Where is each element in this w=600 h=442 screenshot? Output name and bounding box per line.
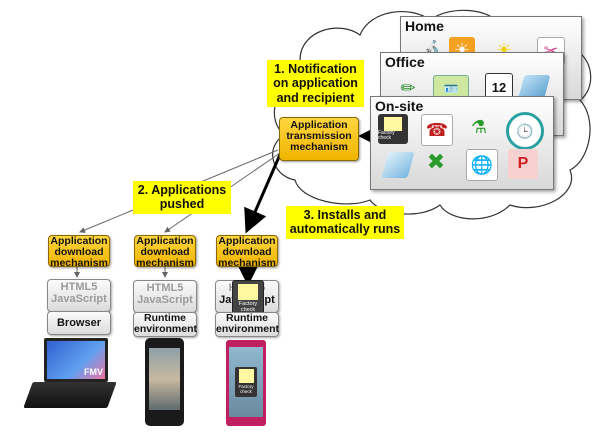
phone1-screen xyxy=(149,348,180,410)
step2-label: 2. Applications pushed xyxy=(133,181,231,214)
download-mechanism-phone1: Application download mechanism xyxy=(134,235,196,269)
download-mechanism-phone2: Application download mechanism xyxy=(216,235,278,269)
tablet-icon xyxy=(381,152,415,178)
installed-factory-check-app: Factory check xyxy=(232,280,264,316)
runtime-browser: Browser xyxy=(47,311,111,335)
phone2-screen: Factory check xyxy=(229,347,263,417)
clock-icon: 🕒 xyxy=(506,112,544,150)
push-arrow-phone2 xyxy=(244,149,284,234)
panel-home-title: Home xyxy=(405,18,444,34)
panel-onsite: On-site Factory check ☎ ⚗ 🕒 ✖ 🌐 P xyxy=(370,96,554,190)
html5-js-laptop: HTML5 JavaScript xyxy=(47,279,111,312)
laptop-keyboard xyxy=(23,382,117,408)
flask-icon: ⚗ xyxy=(470,116,488,137)
phone-icon: ☎ xyxy=(421,114,453,146)
tools-icon: ✖ xyxy=(426,149,446,174)
laptop-device: FMV xyxy=(23,338,117,412)
step1-label: 1. Notification on application and recip… xyxy=(267,60,364,108)
runtime-env-phone2: Runtime environment xyxy=(215,312,280,337)
download-mechanism-laptop: Application download mechanism xyxy=(48,235,110,269)
pen-icon: ✏ xyxy=(400,77,416,98)
html5-js-phone1: HTML5 JavaScript xyxy=(133,280,197,313)
smartphone-black xyxy=(145,338,184,426)
fmv-logo: FMV xyxy=(84,367,103,377)
transmission-mechanism: Application transmission mechanism xyxy=(279,117,359,161)
panel-onsite-title: On-site xyxy=(375,98,424,114)
runtime-env-phone1: Runtime environment xyxy=(133,312,198,337)
panel-office-title: Office xyxy=(385,54,425,70)
factory-check-icon: Factory check xyxy=(378,114,408,144)
smartphone-pink: Factory check xyxy=(226,340,266,426)
globe-icon: 🌐 xyxy=(466,149,498,181)
laptop-screen: FMV xyxy=(44,338,108,382)
p-eraser-icon: P xyxy=(508,149,538,179)
step3-label: 3. Installs and automatically runs xyxy=(286,206,404,239)
phone2-factory-check-app: Factory check xyxy=(235,367,257,397)
